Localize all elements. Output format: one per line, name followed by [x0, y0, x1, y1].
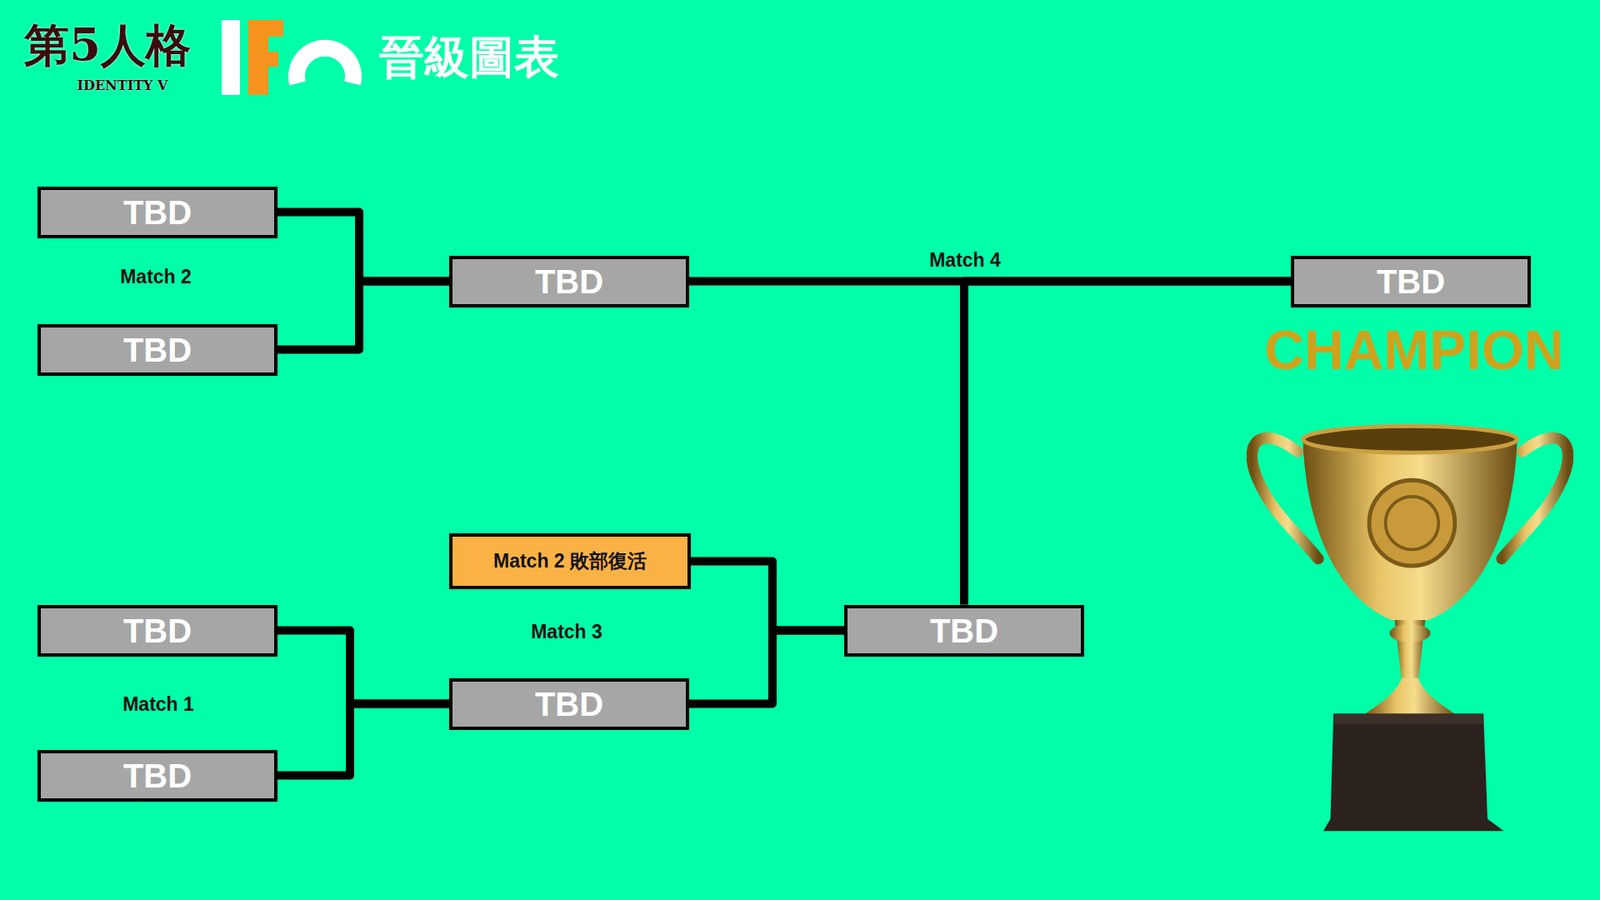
bracket-line [690, 561, 845, 631]
ifo-logo [221, 20, 354, 95]
bracket-line [964, 281, 1291, 605]
bracket-line [277, 704, 450, 776]
match-label: Match 2 [120, 266, 192, 288]
team-slot: TBD [449, 678, 690, 730]
trophy-bowl [1302, 439, 1517, 620]
trophy-plinth [1333, 714, 1484, 725]
slot-text: TBD [1376, 262, 1445, 301]
trophy-medallion [1369, 480, 1455, 566]
trophy-plinth [1323, 714, 1505, 832]
bracket-line [277, 212, 450, 282]
trophy-rim [1302, 425, 1517, 453]
trophy-illustration [1251, 425, 1568, 831]
match-label: Match 1 [122, 694, 195, 715]
bracket-line [277, 630, 450, 705]
slot-text: TBD [123, 330, 192, 370]
champion-label: CHAMPION [1264, 320, 1564, 381]
slot-text: Match 2 敗部復活 [493, 550, 647, 572]
logo-text: 第5人格 [24, 20, 191, 70]
slot-text: TBD [123, 611, 192, 650]
match-label: Match 4 [929, 250, 1001, 271]
bracket-line [689, 630, 845, 705]
team-slot: TBD [37, 605, 278, 657]
champion-slot: TBD [1290, 255, 1531, 308]
logo-subtext: IDENTITY V [77, 78, 169, 94]
logo-bar [248, 20, 284, 37]
trophy-knob [1390, 624, 1431, 643]
team-slot: TBD [37, 186, 278, 239]
logo-bar [221, 20, 240, 95]
team-slot: TBD [844, 605, 1085, 657]
team-slot: TBD [37, 324, 278, 376]
logo-arc [296, 48, 354, 84]
slot-text: TBD [123, 756, 192, 795]
slot-text: TBD [535, 262, 604, 301]
match-label: Match 3 [530, 621, 603, 643]
bracket-line [277, 281, 450, 350]
revival-slot: Match 2 敗部復活 [449, 533, 691, 590]
slot-text: TBD [930, 611, 999, 650]
trophy-foot [1364, 678, 1456, 715]
team-slot: TBD [449, 255, 690, 308]
team-slot: TBD [37, 750, 278, 802]
logo-bar [248, 51, 279, 67]
slot-text: TBD [535, 685, 604, 724]
slot-text: TBD [123, 193, 192, 232]
trophy-medallion [1385, 496, 1440, 550]
chart-title: 晉級圖表 [379, 32, 560, 82]
